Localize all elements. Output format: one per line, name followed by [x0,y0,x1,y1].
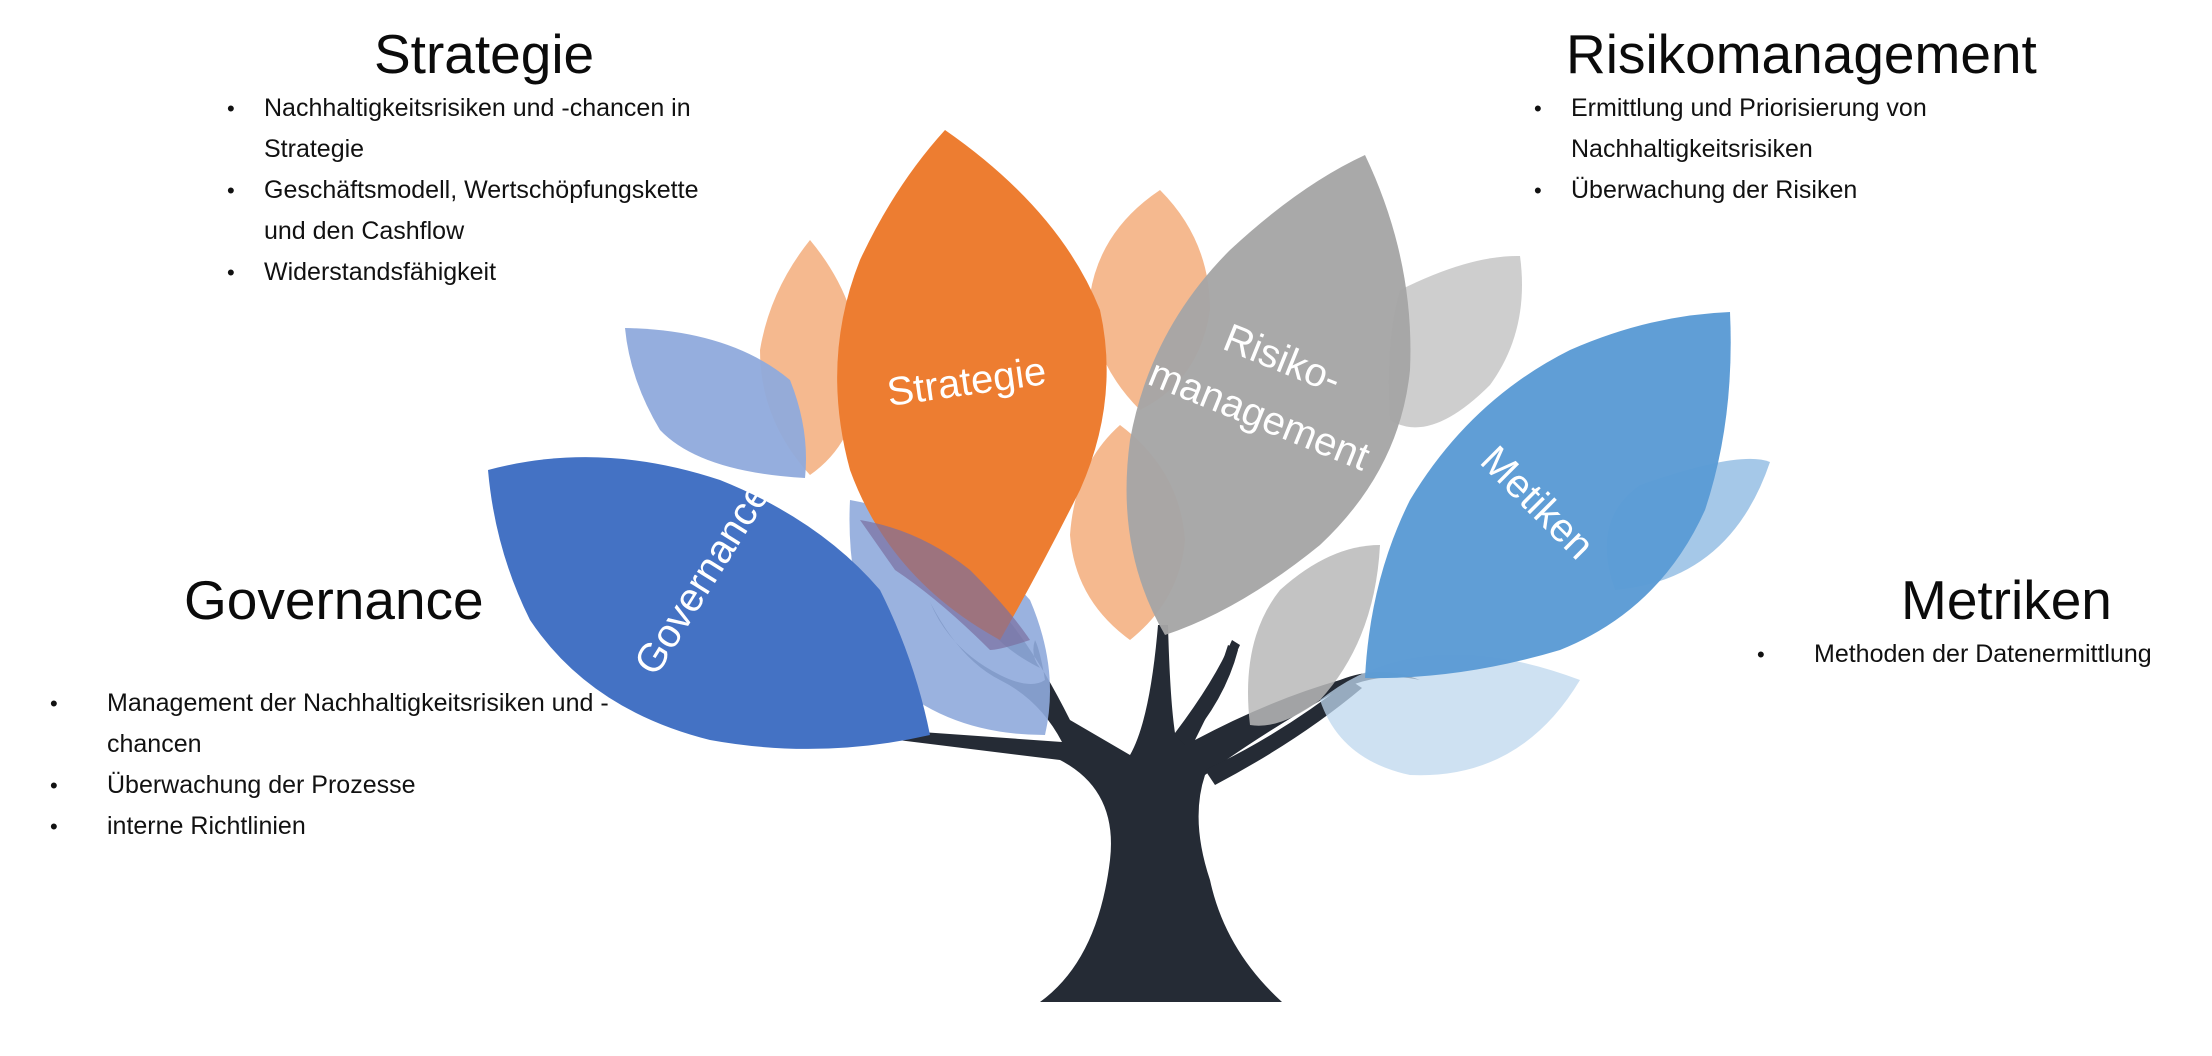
section-list-metriken: Methoden der Datenermittlung [1757,634,2212,675]
section-list-governance: Management der Nachhaltigkeitsrisiken un… [50,683,617,847]
list-item: Überwachung der Prozesse [50,765,617,806]
section-list-strategie: Nachhaltigkeitsrisiken und -chancen in S… [227,88,744,293]
leaf-strategie [837,130,1107,640]
section-title-governance: Governance [184,569,484,631]
leaf-risikomanagement [1126,155,1411,635]
list-item: Nachhaltigkeitsrisiken und -chancen in S… [227,88,744,170]
leaf-gray-right-small [1388,255,1522,428]
leaf-blue-mid-left [625,328,806,478]
list-item: Geschäftsmodell, Wertschöpfungskette und… [227,170,744,252]
leaf-gray-bottom-center [1248,545,1380,726]
leaf-overlap-strategie-blue [860,520,1030,650]
section-title-metriken: Metriken [1901,569,2112,631]
list-item: Methoden der Datenermittlung [1757,634,2212,675]
list-item: interne Richtlinien [50,806,617,847]
section-title-risikomanagement: Risikomanagement [1566,23,2037,85]
section-list-risikomanagement: Ermittlung und Priorisierung von Nachhal… [1534,88,1991,211]
list-item: Überwachung der Risiken [1534,170,1991,211]
list-item: Ermittlung und Priorisierung von Nachhal… [1534,88,1991,170]
list-item: Widerstandsfähigkeit [227,252,744,293]
list-item: Management der Nachhaltigkeitsrisiken un… [50,683,617,765]
section-title-strategie: Strategie [374,23,595,85]
leaf-pale-blue-bottom-right [1320,654,1580,776]
leaf-governance [488,457,930,749]
leaf-metriken [1365,312,1731,679]
